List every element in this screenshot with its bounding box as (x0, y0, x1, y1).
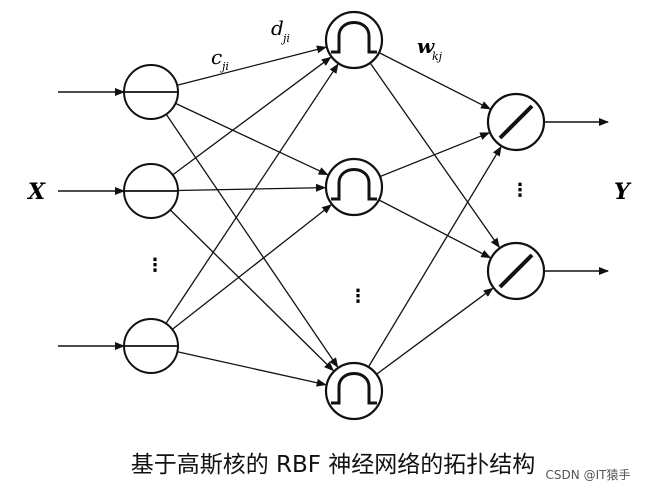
connection-hidden-2-to-output-1 (379, 132, 491, 178)
output-label: Y (614, 179, 632, 205)
hidden-ellipsis: ⋮ (349, 286, 367, 307)
input-node-1 (123, 64, 179, 120)
input-node-3 (123, 318, 179, 374)
weight-label-d-subscript: ji (280, 32, 290, 45)
weight-label-c: c (211, 45, 222, 69)
input-node-2 (123, 163, 179, 219)
linear-activation-icon (498, 253, 534, 289)
connection-hidden-3-to-output-2 (376, 287, 494, 375)
connection-input-1-to-hidden-3 (165, 113, 339, 368)
linear-activation-icon (498, 104, 534, 140)
connections-layer (165, 45, 502, 387)
connection-input-2-to-hidden-3 (169, 209, 335, 372)
hidden-node-3 (324, 361, 384, 421)
weight-label-c-subscript: ji (219, 60, 229, 73)
output-node-1 (486, 92, 546, 152)
output-ellipsis: ⋮ (511, 180, 529, 201)
hidden-node-1 (324, 10, 384, 70)
caption: 基于高斯核的 RBF 神经网络的拓扑结构 (131, 452, 536, 478)
connection-input-2-to-hidden-2 (177, 183, 326, 192)
connection-hidden-1-to-output-1 (378, 52, 491, 110)
gaussian-kernel-icon (331, 372, 377, 405)
connection-input-2-to-hidden-1 (172, 56, 332, 176)
gaussian-kernel-icon (331, 168, 377, 201)
connection-input-3-to-hidden-2 (171, 204, 332, 330)
connection-hidden-3-to-output-1 (367, 145, 502, 368)
weight-label-d: d (271, 16, 284, 40)
weight-label-w: w (417, 34, 435, 58)
watermark: CSDN @IT猿手 (546, 467, 631, 482)
connection-input-3-to-hidden-1 (165, 63, 339, 324)
connection-hidden-2-to-output-2 (378, 199, 492, 259)
output-node-2 (486, 241, 546, 301)
hidden-node-2 (324, 157, 384, 217)
weight-label-w-subscript: kj (432, 50, 443, 63)
gaussian-kernel-icon (331, 21, 377, 54)
input-label: X (26, 179, 46, 205)
connection-input-1-to-hidden-1 (177, 45, 327, 86)
input-ellipsis: ⋮ (146, 255, 164, 276)
connection-input-1-to-hidden-2 (175, 102, 329, 176)
connection-input-3-to-hidden-3 (177, 351, 327, 387)
